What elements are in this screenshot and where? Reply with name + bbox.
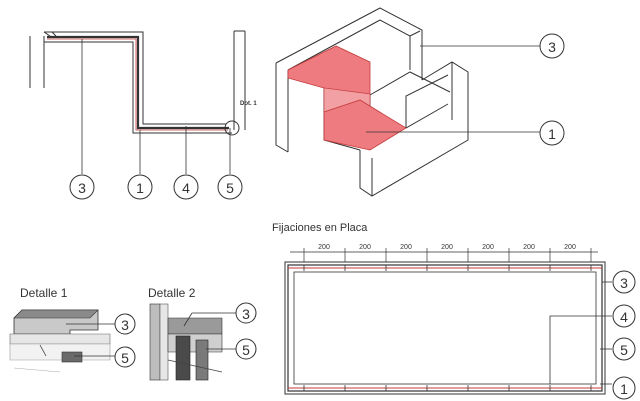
svg-text:200: 200 xyxy=(564,244,576,251)
svg-text:3: 3 xyxy=(242,306,250,322)
svg-text:200: 200 xyxy=(441,244,453,251)
svg-text:3: 3 xyxy=(548,39,556,55)
svg-text:3: 3 xyxy=(121,317,129,333)
membrane-upper xyxy=(287,45,371,95)
membrane-lower xyxy=(323,99,407,151)
callout-3-section: 3 xyxy=(69,174,95,200)
callout-3-iso: 3 xyxy=(539,33,565,59)
callout-5-section: 5 xyxy=(217,174,243,200)
svg-text:3: 3 xyxy=(620,275,628,291)
svg-text:200: 200 xyxy=(318,244,330,251)
callout-3-detail-2: 3 xyxy=(235,302,257,324)
svg-text:5: 5 xyxy=(121,350,129,366)
section-drawing xyxy=(29,30,246,134)
callout-4-plan: 4 xyxy=(612,304,636,328)
dimension-labels: 200 200 200 200 200 200 200 xyxy=(318,244,576,251)
isometric-drawing xyxy=(275,7,469,197)
svg-text:4: 4 xyxy=(182,180,190,196)
svg-text:200: 200 xyxy=(523,244,535,251)
svg-text:1: 1 xyxy=(620,381,628,397)
plan-title: Fijaciones en Placa xyxy=(272,222,368,234)
svg-text:5: 5 xyxy=(242,342,250,358)
callout-4-section: 4 xyxy=(173,174,199,200)
dot-label: Dot. 1 xyxy=(240,101,257,107)
svg-text:5: 5 xyxy=(226,180,234,196)
svg-text:200: 200 xyxy=(359,244,371,251)
detail-1-drawing xyxy=(9,309,111,373)
fixing-marks xyxy=(303,265,592,391)
svg-text:1: 1 xyxy=(136,180,144,196)
svg-text:3: 3 xyxy=(78,180,86,196)
detail-marker xyxy=(224,120,240,136)
callout-3-detail-1: 3 xyxy=(114,313,136,335)
callout-5-detail-1: 5 xyxy=(114,346,136,368)
callout-5-plan: 5 xyxy=(612,337,636,361)
callout-3-plan: 3 xyxy=(612,270,636,294)
svg-text:200: 200 xyxy=(400,244,412,251)
callout-1-plan: 1 xyxy=(612,376,636,400)
svg-text:4: 4 xyxy=(620,309,628,325)
callout-1-iso: 1 xyxy=(539,120,565,146)
svg-text:1: 1 xyxy=(548,126,556,142)
svg-text:200: 200 xyxy=(482,244,494,251)
callout-1-section: 1 xyxy=(127,174,153,200)
detail-1-title: Detalle 1 xyxy=(20,286,68,300)
plan-frame xyxy=(284,261,606,395)
detail-2-title: Detalle 2 xyxy=(148,286,196,300)
detail-2-drawing xyxy=(149,303,223,381)
dimension-chain xyxy=(290,248,598,262)
callout-5-detail-2: 5 xyxy=(235,338,257,360)
svg-text:5: 5 xyxy=(620,342,628,358)
